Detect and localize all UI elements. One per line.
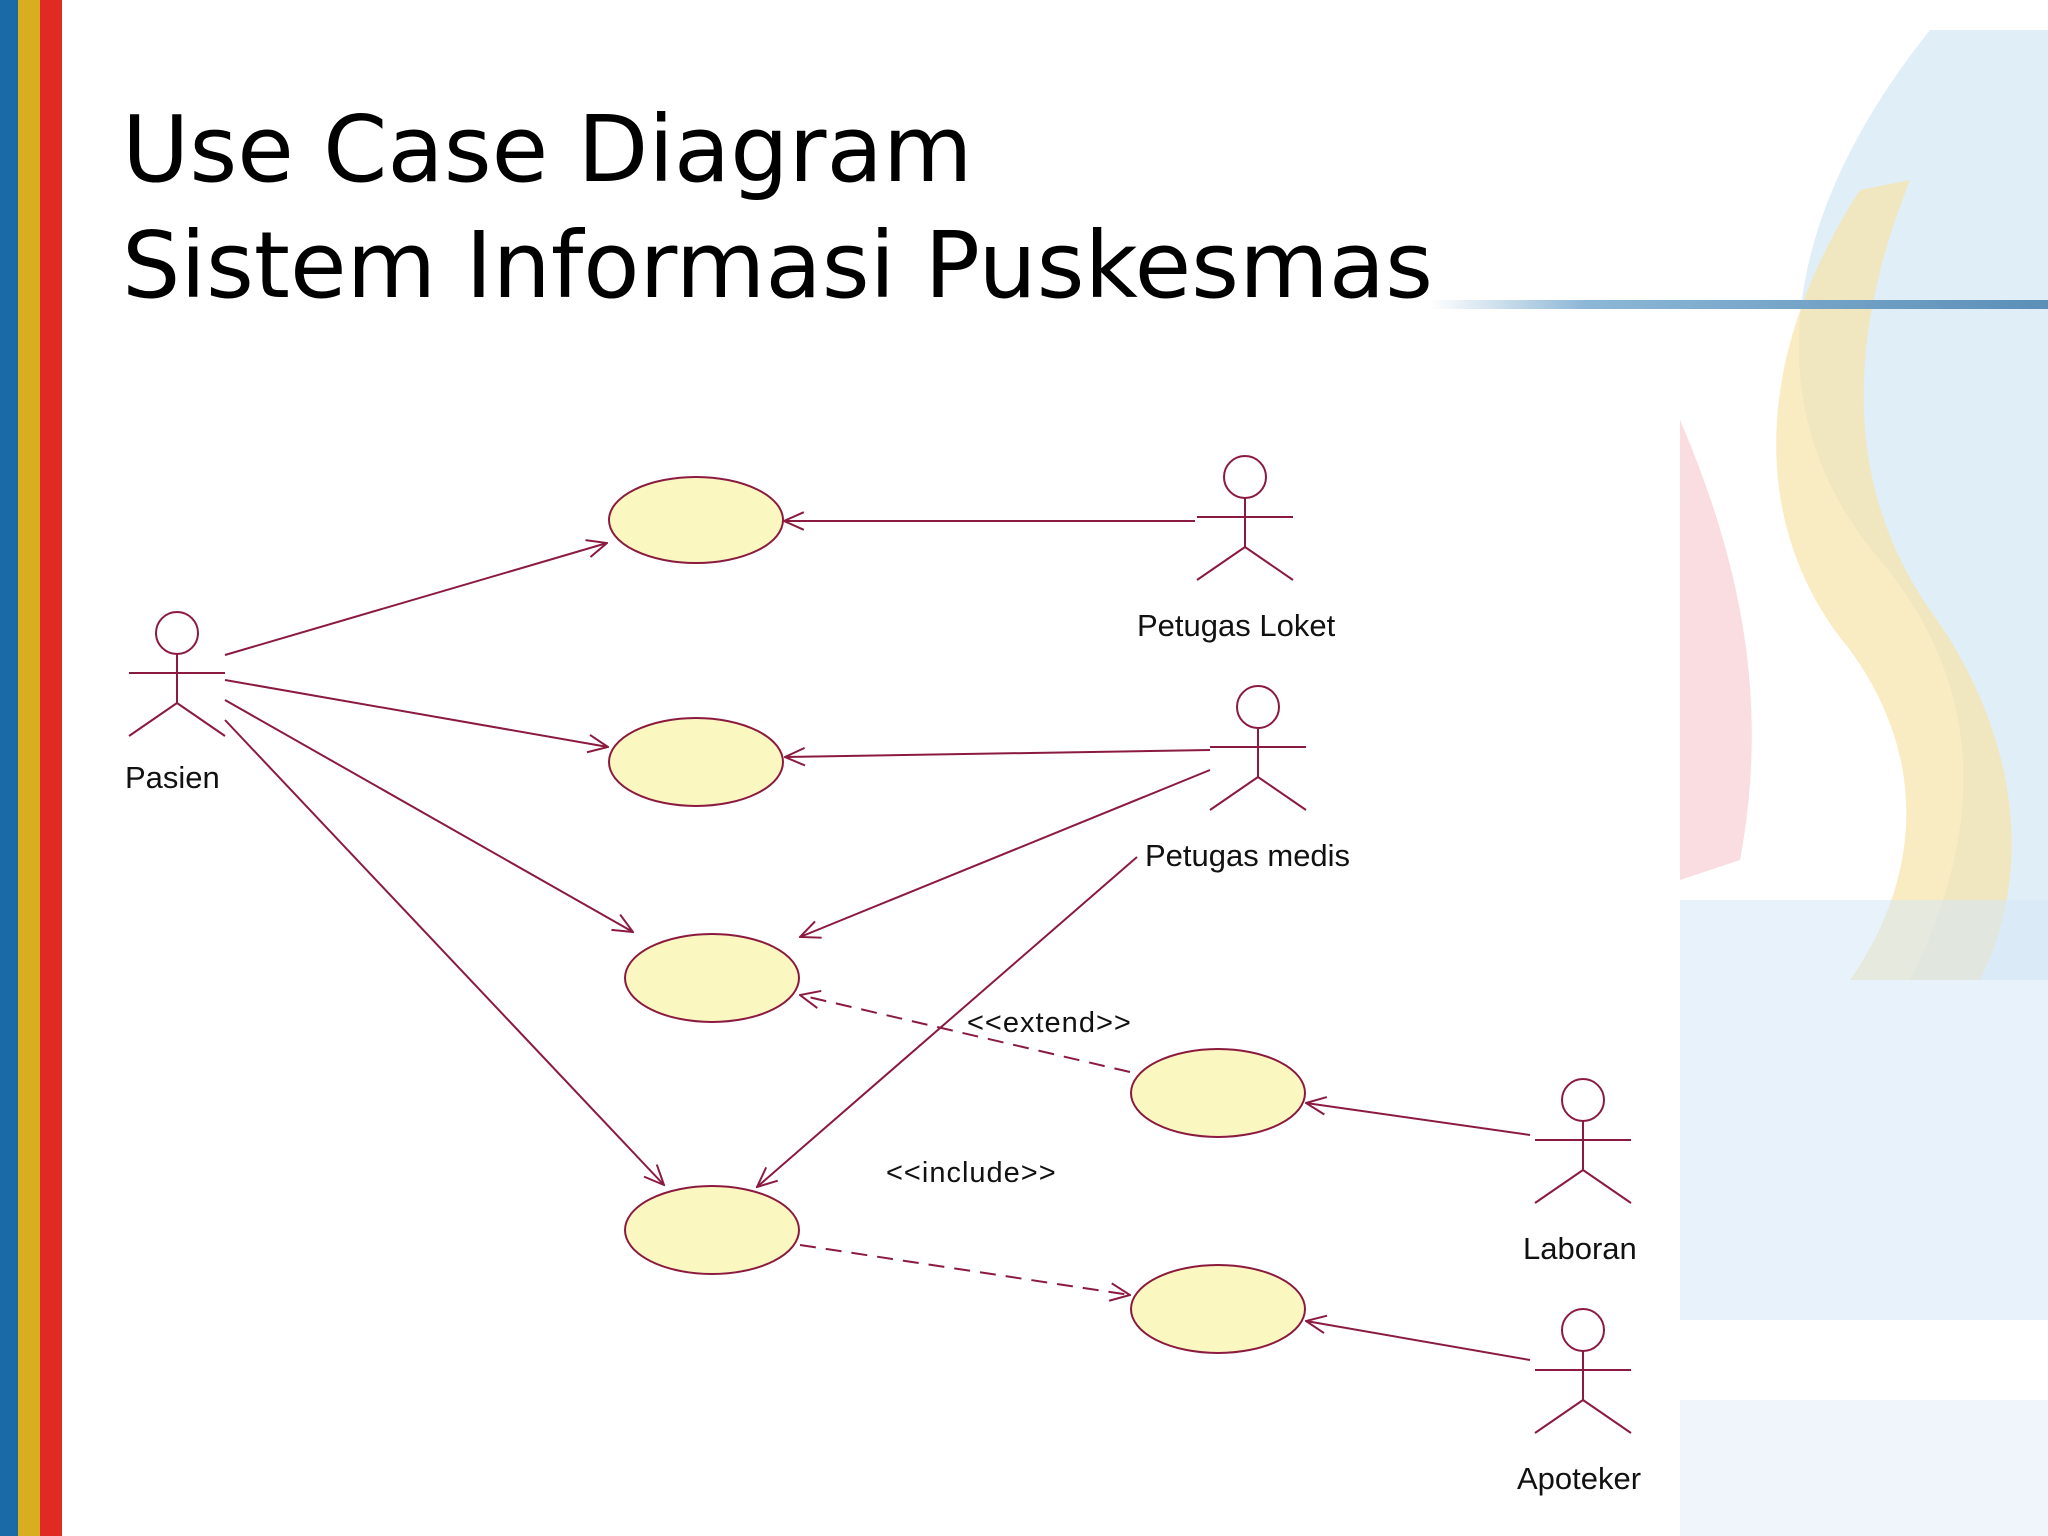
slide-title-line1: Use Case Diagram (122, 96, 973, 203)
actor-laboran-icon (1534, 1078, 1632, 1204)
actor-label-laboran: Laboran (1523, 1231, 1637, 1266)
assoc-medis-uc2 (785, 750, 1211, 757)
assoc-pasien-uc3 (224, 699, 633, 932)
actor-label-petugas-medis: Petugas medis (1145, 838, 1350, 873)
assoc-medis-uc5 (757, 856, 1138, 1187)
slide-title-line2: Sistem Informasi Puskesmas (122, 212, 1434, 319)
actor-pasien-icon (128, 611, 226, 737)
assoc-laboran-uc4 (1306, 1103, 1531, 1136)
extend-stereotype-label: <<extend>> (967, 1007, 1132, 1039)
stripe-red (40, 0, 62, 1536)
actor-petugas-medis-icon (1209, 685, 1307, 811)
include-uc5-uc6 (799, 1244, 1130, 1295)
extend-uc4-uc3 (800, 995, 1131, 1073)
actor-apoteker-icon (1534, 1308, 1632, 1434)
actor-label-apoteker: Apoteker (1517, 1461, 1641, 1496)
assoc-pasien-uc2 (224, 679, 608, 747)
watermark-logo (1680, 30, 2048, 1536)
use-case-6 (1130, 1264, 1306, 1354)
use-case-3 (624, 933, 800, 1023)
title-underline (1430, 300, 2048, 309)
use-case-5 (624, 1185, 800, 1275)
actor-petugas-loket-icon (1196, 455, 1294, 581)
assoc-medis-uc3 (800, 769, 1211, 937)
slide-title: Use Case Diagram Sistem Informasi Puskes… (122, 92, 1433, 324)
assoc-apoteker-uc6 (1306, 1321, 1531, 1361)
use-case-2 (608, 717, 784, 807)
stripe-yellow (18, 0, 40, 1536)
assoc-pasien-uc5 (224, 719, 664, 1185)
assoc-pasien-uc1 (224, 543, 607, 656)
use-case-1 (608, 476, 784, 564)
actor-label-pasien: Pasien (125, 760, 220, 795)
use-case-4 (1130, 1048, 1306, 1138)
stripe-blue (0, 0, 18, 1536)
include-stereotype-label: <<include>> (886, 1157, 1057, 1189)
actor-label-petugas-loket: Petugas Loket (1137, 608, 1336, 643)
